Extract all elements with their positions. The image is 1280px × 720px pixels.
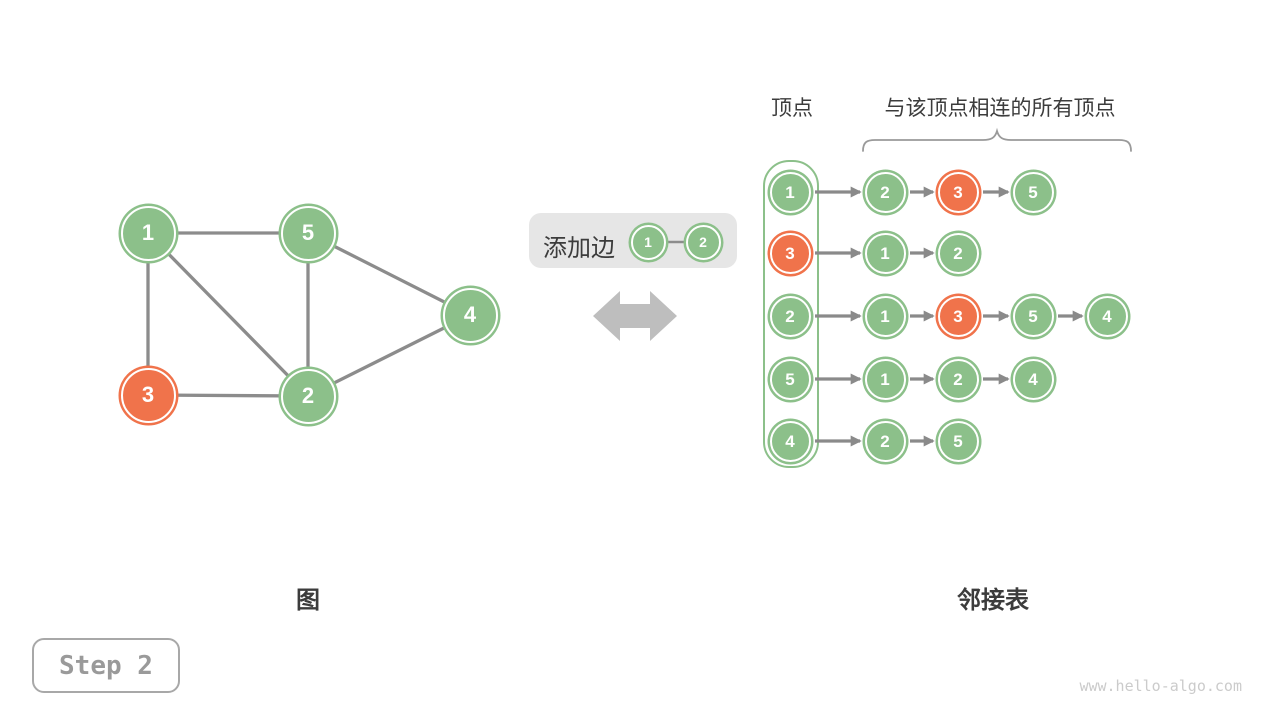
adj-neighbor-1-2: 2 <box>864 171 906 213</box>
adj-vertex-1: 1 <box>769 171 811 213</box>
adj-vertex-5: 5 <box>769 358 811 400</box>
graph-node-5: 5 <box>280 205 336 261</box>
adj-neighbor-2-4: 4 <box>1086 295 1128 337</box>
watermark: www.hello-algo.com <box>1079 677 1242 695</box>
adj-vertex-2: 2 <box>769 295 811 337</box>
adj-neighbor-1-3: 3 <box>937 171 979 213</box>
adj-neighbor-5-2: 2 <box>937 358 979 400</box>
op-edge-node-2: 2 <box>685 224 721 260</box>
adj-neighbor-4-5: 5 <box>937 420 979 462</box>
op-edge-node-1: 1 <box>630 224 666 260</box>
adj-neighbor-5-4: 4 <box>1012 358 1054 400</box>
vertex-header: 顶点 <box>771 97 813 120</box>
graph-edge-1-2 <box>146 231 310 398</box>
vertex-column-frame <box>763 160 819 468</box>
adj-neighbor-4-2: 2 <box>864 420 906 462</box>
graph-node-2: 2 <box>280 368 336 424</box>
adj-vertex-4: 4 <box>769 420 811 462</box>
adj-neighbor-5-1: 1 <box>864 358 906 400</box>
adj-neighbor-2-3: 3 <box>937 295 979 337</box>
adj-neighbor-2-1: 1 <box>864 295 906 337</box>
neighbors-brace <box>862 127 1132 152</box>
graph-caption: 图 <box>296 587 320 614</box>
adj-vertex-3: 3 <box>769 232 811 274</box>
step-badge: Step 2 <box>32 638 180 693</box>
adj-neighbor-1-5: 5 <box>1012 171 1054 213</box>
add-edge-label: 添加边 <box>543 235 615 262</box>
swap-arrow-icon <box>593 291 677 341</box>
graph-node-1: 1 <box>120 205 176 261</box>
adjacency-list-caption: 邻接表 <box>957 587 1029 614</box>
graph-node-4: 4 <box>442 287 498 343</box>
adj-neighbor-2-5: 5 <box>1012 295 1054 337</box>
adj-neighbor-3-2: 2 <box>937 232 979 274</box>
neighbors-header: 与该顶点相连的所有顶点 <box>884 97 1116 120</box>
adj-neighbor-3-1: 1 <box>864 232 906 274</box>
graph-node-3: 3 <box>120 367 176 423</box>
